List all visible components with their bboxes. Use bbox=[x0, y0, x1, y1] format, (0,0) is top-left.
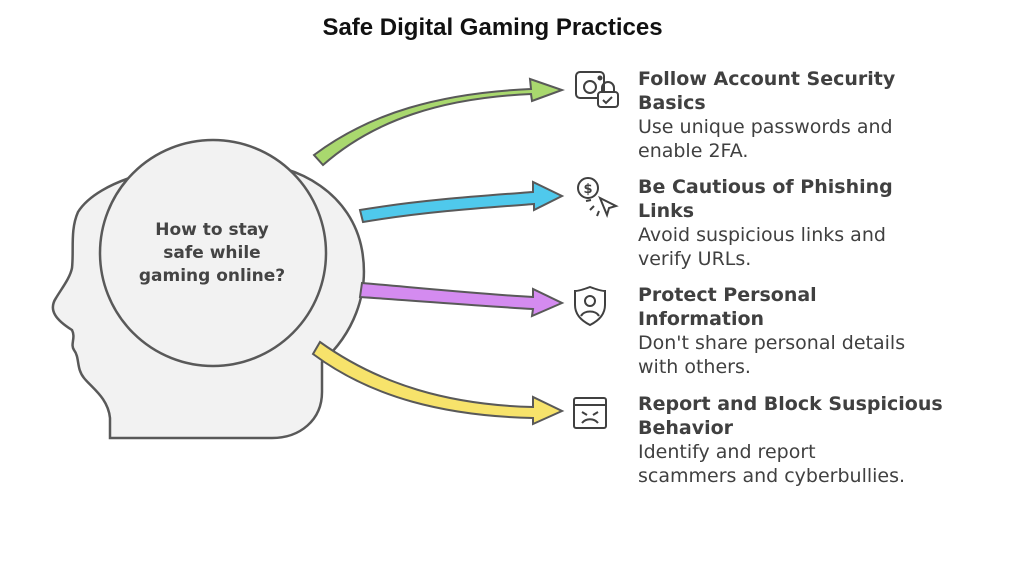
item-2-title-line-2: Links bbox=[638, 200, 694, 222]
item-2-desc-line-2: verify URLs. bbox=[638, 248, 751, 270]
center-line-1: How to stay bbox=[155, 220, 269, 240]
item-4-desc-line-1: Identify and report bbox=[638, 441, 816, 463]
arrow-personal-info bbox=[358, 281, 565, 318]
item-4-title-line-2: Behavior bbox=[638, 417, 734, 439]
item-1-desc-line-1: Use unique passwords and bbox=[638, 116, 893, 138]
angry-window-icon bbox=[573, 397, 607, 429]
page-title: Safe Digital Gaming Practices bbox=[322, 14, 663, 41]
phishing-click-icon: $ bbox=[577, 177, 619, 219]
thought-circle bbox=[98, 138, 328, 368]
account-lock-icon bbox=[575, 71, 619, 108]
center-line-3: gaming online? bbox=[139, 266, 285, 286]
arrow-report-block bbox=[311, 340, 565, 426]
item-4-desc-line-2: scammers and cyberbullies. bbox=[638, 465, 905, 487]
item-3-title-line-1: Protect Personal bbox=[638, 284, 817, 306]
item-3-title-line-2: Information bbox=[638, 308, 764, 330]
center-line-2: safe while bbox=[163, 243, 260, 263]
svg-text:$: $ bbox=[583, 182, 592, 197]
item-1-title-line-2: Basics bbox=[638, 92, 706, 114]
arrow-phishing bbox=[358, 180, 565, 224]
arrow-account-security bbox=[312, 77, 565, 167]
item-3-desc-line-2: with others. bbox=[638, 356, 751, 378]
item-2-desc-line-1: Avoid suspicious links and bbox=[638, 224, 886, 246]
item-3-desc-line-1: Don't share personal details bbox=[638, 332, 905, 354]
item-1-desc-line-2: enable 2FA. bbox=[638, 140, 748, 162]
item-1-title-line-1: Follow Account Security bbox=[638, 68, 896, 90]
shield-user-icon bbox=[574, 285, 606, 327]
item-4-title-line-1: Report and Block Suspicious bbox=[638, 393, 943, 415]
item-2-title-line-1: Be Cautious of Phishing bbox=[638, 176, 893, 198]
